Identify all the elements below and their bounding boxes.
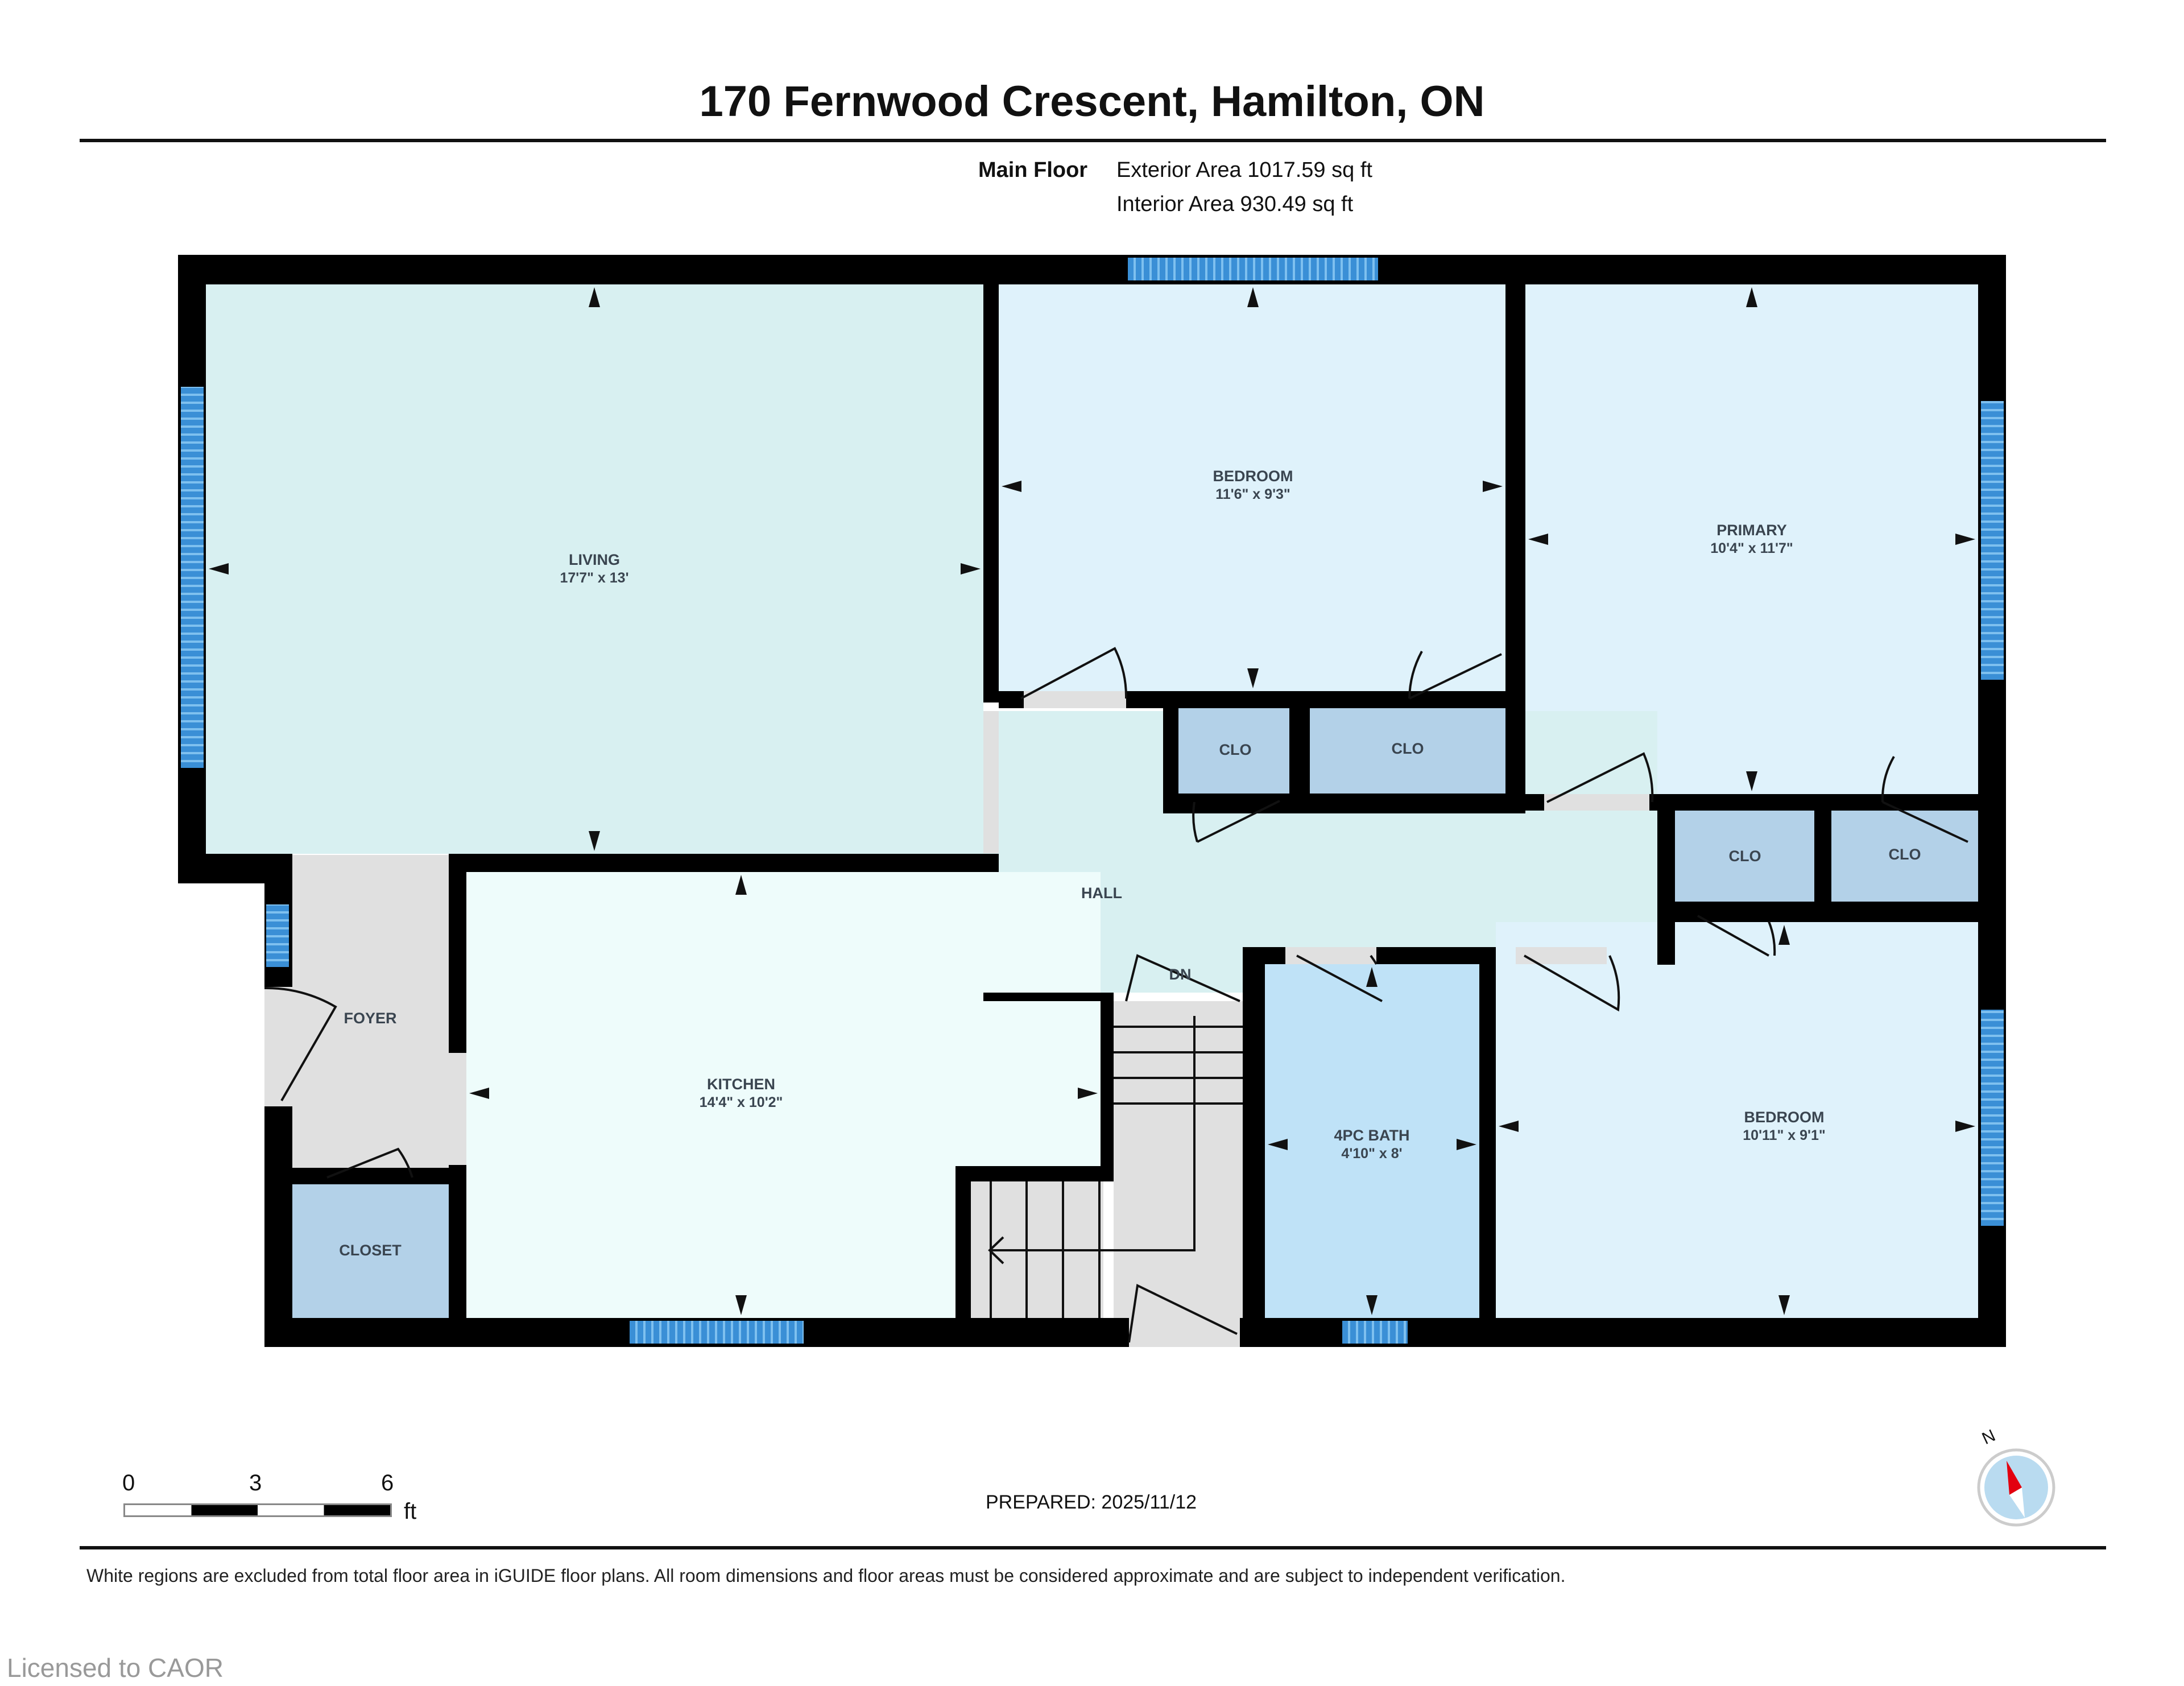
window-bed2-east (1981, 1010, 2004, 1226)
room-bath[interactable] (1265, 964, 1479, 1318)
doorway-hall-living (983, 711, 999, 853)
door-swings (264, 647, 1968, 1343)
scale-unit: ft (404, 1499, 417, 1524)
window-primary-east (1981, 401, 2004, 680)
wall-living-south (449, 854, 999, 872)
label-hall: HALL (1081, 885, 1122, 902)
wall-clo34-divider (1814, 811, 1831, 902)
wall-bed1-east (1505, 284, 1525, 796)
footer-divider (80, 1546, 2106, 1549)
wall-closet-north (292, 1168, 449, 1184)
wall-clo3-west (1657, 794, 1675, 965)
scale-tick-3: 3 (249, 1470, 262, 1495)
window-living-west (181, 387, 204, 768)
label-clo-1: CLO (1219, 741, 1252, 758)
doorway-entry[interactable] (264, 987, 292, 1106)
prepared-date: PREPARED: 2025/11/12 (986, 1491, 1197, 1513)
dimension-arrows (209, 287, 1975, 1315)
room-closet[interactable] (292, 1184, 449, 1318)
scale-tick-6: 6 (381, 1470, 394, 1495)
doorway-bed2 (1516, 947, 1607, 964)
label-foyer: FOYER (344, 1010, 397, 1027)
compass-icon (1977, 1448, 2055, 1527)
wall-stairs-east (1243, 947, 1265, 1340)
disclaimer: White regions are excluded from total fl… (86, 1565, 1566, 1586)
doorway-bath (1285, 947, 1376, 964)
wall-living-east (983, 284, 999, 702)
window-kitchen-south (630, 1321, 804, 1344)
doorway-primary (1544, 794, 1649, 811)
room-primary[interactable] (1525, 284, 1978, 794)
room-clo-4[interactable] (1831, 811, 1978, 902)
label-stairs-down: DN (1169, 966, 1192, 983)
exterior-area: Exterior Area 1017.59 sq ft (1116, 158, 1372, 182)
wall-clo-south (1163, 794, 1525, 813)
label-closet: CLOSET (339, 1242, 402, 1259)
stairs-icon (988, 1016, 1243, 1320)
floor-label: Main Floor (978, 158, 1088, 182)
doorway-bed1 (1024, 691, 1126, 708)
wall-foyer-east (449, 854, 466, 1053)
header-divider (80, 139, 2106, 142)
label-clo-3: CLO (1728, 848, 1761, 865)
license-watermark: Licensed to CAOR (7, 1653, 224, 1683)
doorway-front-south[interactable] (1129, 1318, 1240, 1347)
room-bedroom-2[interactable] (1496, 922, 1978, 1318)
room-living[interactable] (206, 284, 983, 854)
window-bed1-north (1128, 258, 1378, 280)
room-clo-2[interactable] (1310, 705, 1505, 794)
window-foyer-west (266, 904, 289, 967)
wall-hall-south-west (983, 993, 1114, 1001)
interior-area: Interior Area 930.49 sq ft (1116, 192, 1354, 216)
scale-bar-graphic (123, 1503, 392, 1517)
doorway-kitchen-foyer (449, 1053, 466, 1165)
wall-stairs-west (1101, 1001, 1114, 1180)
scale-bar: 0 3 6 ft (122, 1470, 429, 1527)
room-foyer[interactable] (292, 855, 449, 1168)
wall-bath-east (1479, 947, 1496, 1328)
page-title: 170 Fernwood Crescent, Hamilton, ON (699, 77, 1485, 126)
scale-tick-0: 0 (122, 1470, 135, 1495)
room-kitchen-notch (956, 1166, 1103, 1320)
wall-kitchen-notch-top (956, 1166, 1114, 1181)
room-clo-1[interactable] (1178, 708, 1289, 794)
compass: N (1974, 1426, 2059, 1530)
wall-north (178, 255, 2006, 284)
wall-notch-west (956, 1166, 971, 1325)
wall-clo-bottom (1675, 902, 1978, 922)
room-bedroom-1[interactable] (999, 284, 1505, 691)
label-clo-2: CLO (1391, 740, 1424, 757)
window-bath-south (1342, 1321, 1408, 1344)
room-clo-3[interactable] (1675, 811, 1814, 902)
wall-foyer-east-lower (449, 1165, 466, 1324)
stairs-area[interactable] (1114, 1001, 1243, 1347)
label-clo-4: CLO (1888, 846, 1921, 863)
